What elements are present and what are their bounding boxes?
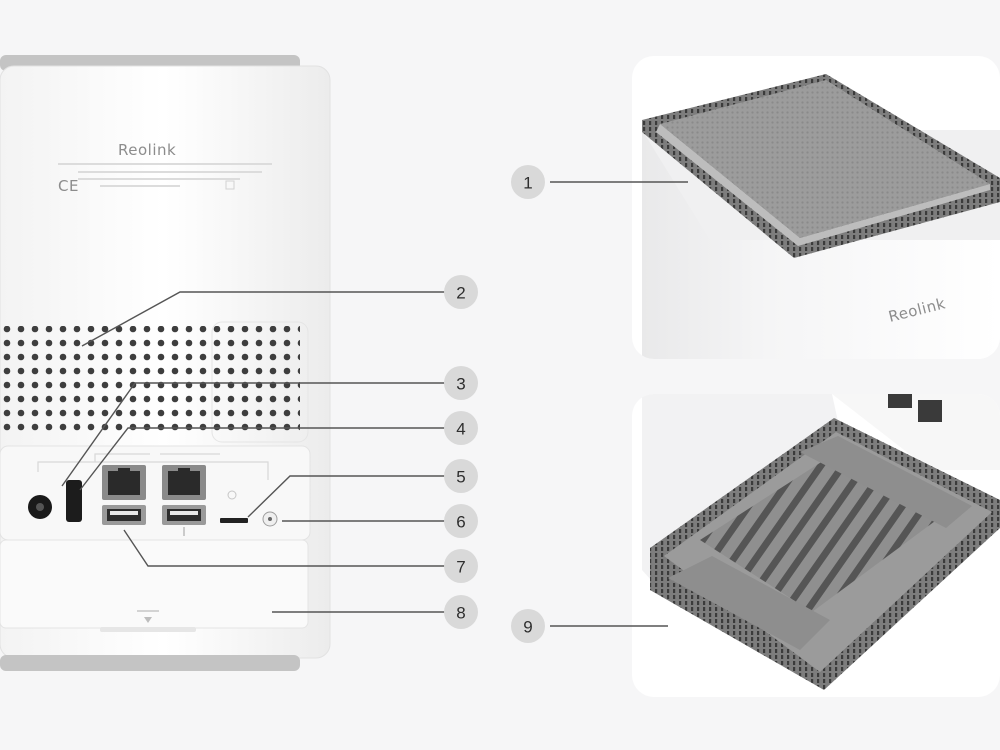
svg-text:1: 1 bbox=[523, 174, 532, 193]
callout-badges: 1 2 3 4 5 6 7 8 bbox=[444, 165, 545, 643]
svg-text:8: 8 bbox=[456, 604, 465, 623]
usb-port-1 bbox=[102, 505, 146, 525]
leader-lines bbox=[61, 181, 688, 627]
svg-text:2: 2 bbox=[456, 284, 465, 303]
callout-badge-1: 1 bbox=[511, 165, 545, 199]
rubber-foot-pad-2 bbox=[668, 556, 830, 650]
ventilation-holes bbox=[0, 321, 309, 443]
svg-text:5: 5 bbox=[456, 468, 465, 487]
svg-text:6: 6 bbox=[456, 513, 465, 532]
callout-badge-5: 5 bbox=[444, 459, 478, 493]
device-bottom-view-panel bbox=[632, 394, 1000, 697]
device-back-view: Reolink CE bbox=[0, 55, 331, 671]
device-bottom-rim bbox=[0, 655, 300, 671]
hdmi-port bbox=[66, 480, 82, 522]
rubber-foot-pad-1 bbox=[800, 436, 972, 528]
callout-badge-8: 8 bbox=[444, 595, 478, 629]
port-panel-guides bbox=[37, 453, 269, 480]
port-panel bbox=[0, 445, 311, 541]
microsd-label-icon bbox=[227, 490, 237, 500]
regulatory-label-lines bbox=[58, 163, 272, 187]
top-mesh-grille bbox=[660, 80, 990, 238]
svg-text:9: 9 bbox=[523, 618, 532, 637]
brand-logo-back: Reolink bbox=[118, 141, 176, 159]
hdd-bay-cover bbox=[0, 539, 309, 629]
callout-badge-4: 4 bbox=[444, 411, 478, 445]
cover-arrow-icon bbox=[144, 617, 152, 623]
usb-port-2 bbox=[162, 505, 206, 525]
weee-symbol bbox=[225, 180, 235, 190]
svg-text:4: 4 bbox=[456, 420, 465, 439]
device-top-view-panel: Reolink bbox=[632, 56, 1000, 359]
callout-badge-6: 6 bbox=[444, 504, 478, 538]
callout-badge-7: 7 bbox=[444, 549, 478, 583]
callout-badge-9: 9 bbox=[511, 609, 545, 643]
callout-badge-3: 3 bbox=[444, 366, 478, 400]
svg-text:3: 3 bbox=[456, 375, 465, 394]
bottom-view-port bbox=[888, 394, 912, 408]
ethernet-port-1 bbox=[102, 465, 146, 500]
microsd-slot bbox=[220, 518, 248, 523]
svg-text:7: 7 bbox=[456, 558, 465, 577]
callout-badge-2: 2 bbox=[444, 275, 478, 309]
ce-mark: CE bbox=[58, 177, 79, 195]
ethernet-port-2 bbox=[162, 465, 206, 500]
